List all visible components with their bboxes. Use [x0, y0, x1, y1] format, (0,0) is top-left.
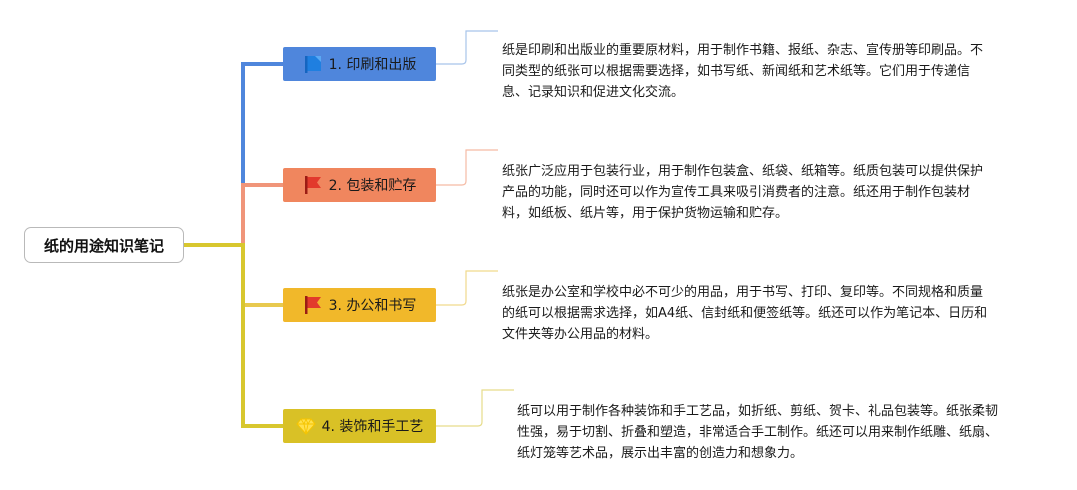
- branch-label: 1. 印刷和出版: [328, 57, 417, 73]
- description-decoration-crafts: 纸可以用于制作各种装饰和手工艺品，如折纸、剪纸、贺卡、礼品包装等。纸张柔韧性强，…: [517, 404, 999, 461]
- description-printing: 纸是印刷和出版业的重要原材料，用于制作书籍、报纸、杂志、宣传册等印刷品。不同类型…: [502, 43, 984, 100]
- bracket-branch-4: [436, 389, 514, 427]
- root-topic-label: 纸的用途知识笔记: [43, 236, 164, 255]
- red-flag-icon: [303, 295, 323, 315]
- trunk-connectors: [184, 62, 283, 428]
- branch-label: 4. 装饰和手工艺: [321, 419, 424, 435]
- description-packaging: 纸张广泛应用于包装行业，用于制作包装盒、纸袋、纸箱等。纸质包装可以提供保护产品的…: [502, 164, 984, 221]
- connector-branch-2: [184, 183, 283, 247]
- diamond-icon: [295, 416, 316, 436]
- branch-printing[interactable]: 1. 印刷和出版: [283, 47, 436, 81]
- branch-packaging[interactable]: 2. 包装和贮存: [283, 168, 436, 202]
- connector-branch-1: [184, 62, 283, 247]
- blue-flag-icon: [303, 54, 323, 74]
- red-flag-icon: [303, 175, 323, 195]
- connector-branch-4: [184, 243, 283, 428]
- bracket-branch-2: [436, 149, 498, 186]
- branch-office-writing[interactable]: 3. 办公和书写: [283, 288, 436, 322]
- branch-decoration-crafts[interactable]: 4. 装饰和手工艺: [283, 409, 436, 443]
- branch-label: 2. 包装和贮存: [328, 178, 417, 194]
- bracket-branch-3: [436, 270, 498, 306]
- bracket-branch-1: [436, 30, 498, 65]
- root-topic[interactable]: 纸的用途知识笔记: [24, 227, 184, 263]
- branch-label: 3. 办公和书写: [328, 298, 417, 314]
- description-office-writing: 纸张是办公室和学校中必不可少的用品，用于书写、打印、复印等。不同规格和质量的纸可…: [502, 285, 988, 342]
- connector-branch-3: [184, 243, 283, 307]
- description-brackets: [436, 30, 514, 427]
